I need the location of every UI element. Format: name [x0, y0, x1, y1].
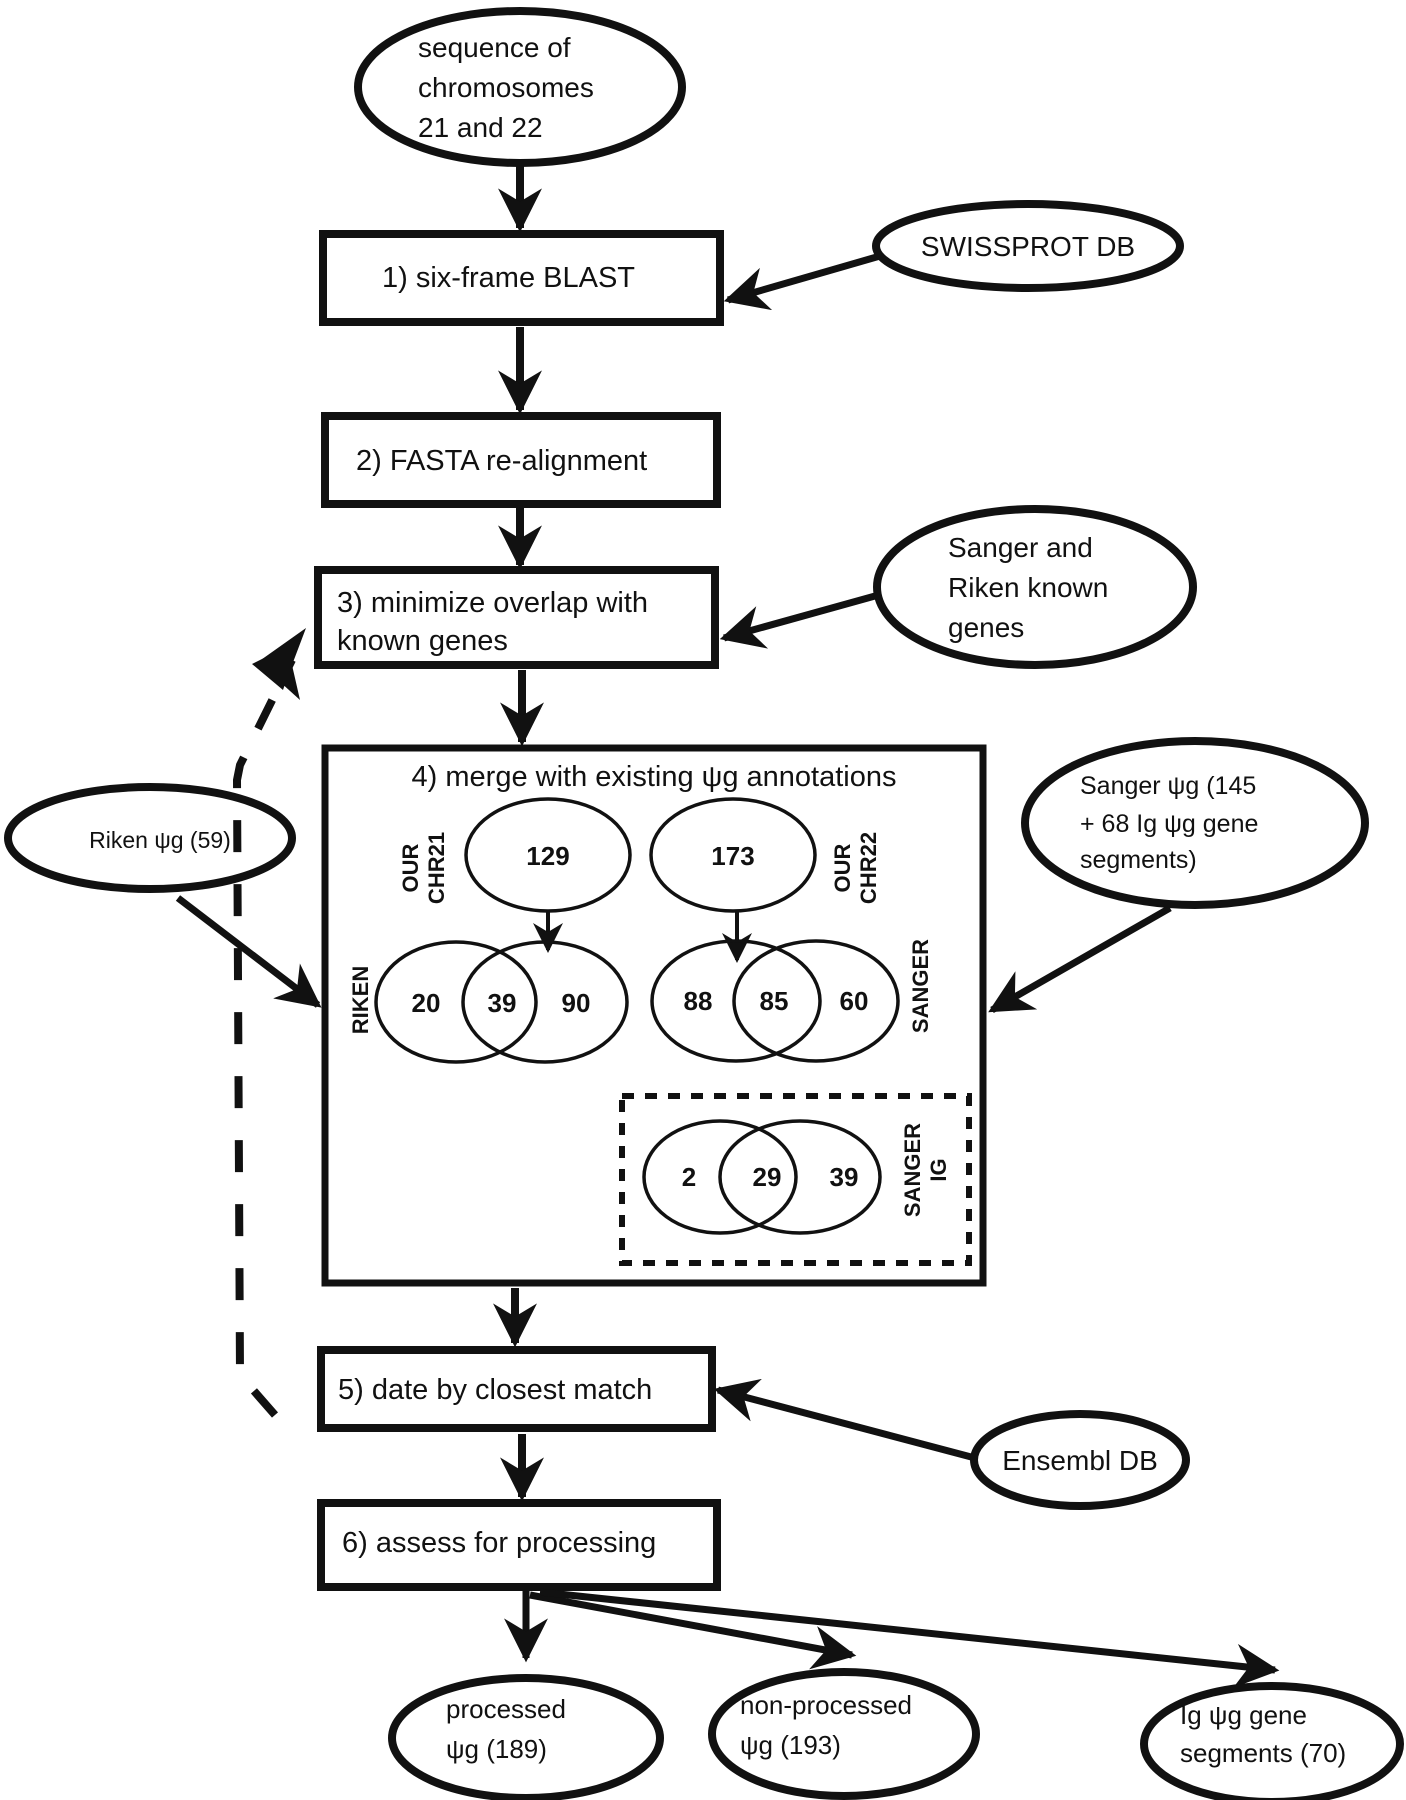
step-3-label-line-2: known genes [337, 625, 508, 657]
sanger-ig-label: SANGER IG [900, 1123, 951, 1217]
sanger-only-count: 60 [840, 986, 869, 1016]
known-genes-line-1: Sanger and [948, 532, 1093, 563]
riken-pg-source: Riken ψg (59) [4, 783, 322, 1008]
sanger-ig-label-line-2: IG [926, 1158, 951, 1181]
arrow-to-ig-segments [539, 1588, 1280, 1688]
riken-pg-label: Riken ψg (59) [89, 827, 231, 853]
sanger-pg-line-1: Sanger ψg (145 [1080, 772, 1256, 800]
sanger-ig-group: 2 29 39 SANGER IG [619, 1093, 972, 1266]
input-line-3: 21 and 22 [418, 112, 543, 143]
riken-only-count: 20 [412, 988, 441, 1018]
step-4-label: 4) merge with existing ψg annotations [412, 761, 897, 793]
sanger-ig-label-line-1: SANGER [900, 1123, 925, 1217]
sanger-pg-source: Sanger ψg (145 + 68 Ig ψg gene segments) [988, 737, 1369, 1014]
sanger-pg-line-2: + 68 Ig ψg gene [1080, 810, 1258, 838]
riken-venn-right [461, 940, 629, 1064]
chr22-group: 173 OUR CHR22 88 85 60 SANGER [649, 797, 933, 1063]
input-node: sequence of chromosomes 21 and 22 [354, 7, 686, 167]
input-line-1: sequence of [418, 32, 571, 63]
step-4-box: 4) merge with existing ψg annotations 12… [321, 744, 987, 1287]
step-1-label: 1) six-frame BLAST [382, 262, 635, 294]
step-1-box: 1) six-frame BLAST [319, 230, 724, 326]
feedback-arrowhead-shape [258, 628, 306, 700]
sanger-venn-left [650, 939, 822, 1063]
ig-right-only-count: 39 [830, 1162, 859, 1192]
sanger-ig-dashed-box [619, 1093, 972, 1266]
ig-overlap-count: 29 [753, 1162, 782, 1192]
sanger-overlap-count: 85 [760, 986, 789, 1016]
swissprot-source: SWISSPROT DB [723, 200, 1184, 311]
known-genes-line-3: genes [948, 612, 1024, 643]
ig-left-only-count: 2 [682, 1162, 696, 1192]
arrow-swissprot-to-step1 [723, 252, 881, 311]
step-3-label-line-1: 3) minimize overlap with [337, 587, 648, 619]
output-non-processed: non-processed ψg (193) [708, 1668, 980, 1800]
feedback-dashed-arrow [232, 658, 296, 1418]
output-arrows [504, 1588, 1280, 1688]
chr22-total-ellipse [649, 797, 817, 913]
chr21-total: 129 [526, 841, 569, 871]
step-6-label: 6) assess for processing [342, 1527, 656, 1559]
step-5-label: 5) date by closest match [338, 1374, 652, 1406]
ensembl-source: Ensembl DB [713, 1378, 1190, 1510]
riken-label: RIKEN [348, 966, 373, 1034]
chr22-total: 173 [711, 841, 754, 871]
non-processed-line-2: ψg (193) [740, 1730, 841, 1760]
swissprot-label: SWISSPROT DB [921, 231, 1135, 262]
arrow-riken-to-step4 [175, 895, 322, 1008]
chr21-only-count: 90 [562, 988, 591, 1018]
sanger-label: SANGER [908, 939, 933, 1033]
ig-segments-line-1: Ig ψg gene [1180, 1700, 1307, 1730]
ensembl-label: Ensembl DB [1002, 1445, 1158, 1476]
chr22-label: OUR CHR22 [830, 832, 881, 904]
arrow-known-genes-to-step3 [719, 592, 876, 649]
ig-segments-line-2: segments (70) [1180, 1738, 1346, 1768]
chr22-label-line-2: CHR22 [856, 832, 881, 904]
sanger-pg-line-3: segments) [1080, 846, 1197, 874]
flow-arrows [493, 164, 544, 1502]
output-ig-segments: Ig ψg gene segments (70) [1140, 1682, 1404, 1800]
riken-venn-left [374, 940, 538, 1064]
chr22-label-line-1: OUR [830, 843, 855, 892]
step-2-label: 2) FASTA re-alignment [356, 445, 647, 477]
arrow-sanger-to-step4 [988, 904, 1172, 1014]
chr21-label-line-2: CHR21 [424, 832, 449, 904]
step-3-box: 3) minimize overlap with known genes [314, 566, 719, 669]
chr21-label-line-1: OUR [398, 843, 423, 892]
non-processed-line-1: non-processed [740, 1690, 912, 1720]
arrow-to-non-processed [529, 1591, 857, 1670]
arrow-ensembl-to-step5 [713, 1378, 976, 1462]
input-line-2: chromosomes [418, 72, 594, 103]
step-2-box: 2) FASTA re-alignment [321, 412, 721, 508]
sanger-venn-right [732, 939, 900, 1063]
processed-line-1: processed [446, 1694, 566, 1724]
step-5-box: 5) date by closest match [317, 1346, 716, 1432]
chr21-group: 129 OUR CHR21 20 39 90 RIKEN [348, 797, 632, 1064]
chr22-only-count: 88 [684, 986, 713, 1016]
ig-venn-right [718, 1119, 882, 1235]
processed-line-2: ψg (189) [446, 1734, 547, 1764]
ig-venn-left [642, 1119, 798, 1235]
step-6-box: 6) assess for processing [317, 1499, 721, 1591]
chr21-label: OUR CHR21 [398, 832, 449, 904]
riken-overlap-count: 39 [488, 988, 517, 1018]
sanger-riken-known-source: Sanger and Riken known genes [719, 505, 1197, 669]
known-genes-line-2: Riken known [948, 572, 1108, 603]
output-processed: processed ψg (189) [388, 1674, 664, 1800]
